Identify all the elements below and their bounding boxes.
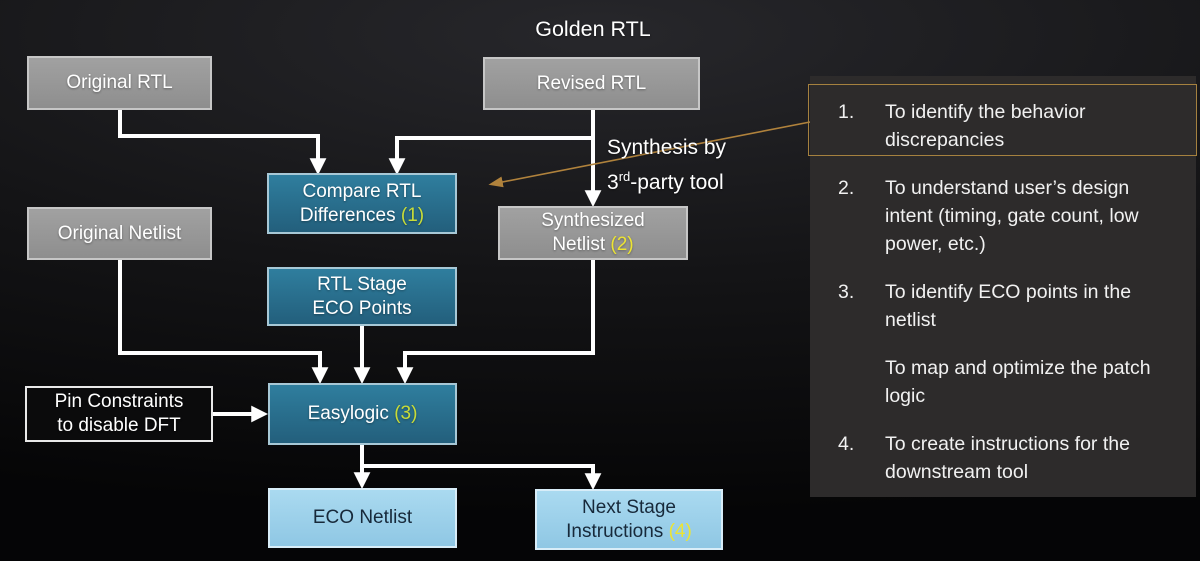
node-badge: (1) xyxy=(400,204,425,226)
golden-rtl-label: Golden RTL xyxy=(535,17,651,41)
note-text: To understand user’s design intent (timi… xyxy=(885,177,1139,255)
note-number xyxy=(838,354,885,410)
note-number: 1. xyxy=(838,101,855,123)
note-item: 4. To create instructions for the downstr… xyxy=(838,430,1192,486)
note-item: 2. To understand user’s design intent (ti… xyxy=(838,174,1192,258)
node-revised-rtl: Revised RTL xyxy=(483,57,700,110)
note-item: 3. To identify ECO points in the netlist xyxy=(838,278,1192,334)
notes-panel: 1. To identify the behavior discrepancies… xyxy=(810,76,1196,497)
note-text: To identify the behavior discrepancies xyxy=(885,101,1086,151)
arrow-original-rtl-to-compare xyxy=(118,110,327,176)
node-compare-rtl-differences: Compare RTL Differences (1) xyxy=(267,173,457,234)
arrow-revised-rtl-to-compare xyxy=(388,136,593,176)
node-label: Original Netlist xyxy=(57,222,182,244)
node-label: Original RTL xyxy=(66,72,173,93)
node-label: ECO Netlist xyxy=(312,507,413,528)
node-pin-constraints: Pin Constraints to disable DFT xyxy=(25,386,213,442)
arrow-original-netlist-to-easylogic xyxy=(118,260,329,385)
node-label: Compare RTL Differences (1) xyxy=(299,180,425,226)
superscript-rd: rd xyxy=(618,169,631,184)
note-item: To map and optimize the patch logic xyxy=(838,354,1192,410)
note-number: 3. xyxy=(838,281,855,303)
node-label: Next Stage Instructions (4) xyxy=(566,496,692,542)
note-number: 4. xyxy=(838,433,855,455)
synthesis-label: Synthesis by 3rd-party tool xyxy=(607,136,727,194)
note-number: 2. xyxy=(838,177,855,199)
node-synthesized-netlist: Synthesized Netlist (2) xyxy=(498,206,688,260)
node-easylogic: Easylogic (3) xyxy=(268,383,457,445)
node-label: RTL Stage ECO Points xyxy=(312,273,412,319)
notes-list: 1. To identify the behavior discrepancies… xyxy=(838,98,1192,486)
note-text: To map and optimize the patch logic xyxy=(885,357,1151,407)
node-badge: (2) xyxy=(610,234,634,255)
annotation-arrow-note1-to-compare xyxy=(488,121,811,188)
node-label: Synthesized Netlist (2) xyxy=(541,210,645,255)
note-text: To identify ECO points in the netlist xyxy=(885,281,1132,331)
node-label: Pin Constraints to disable DFT xyxy=(54,391,184,436)
node-original-rtl: Original RTL xyxy=(27,56,212,110)
node-eco-netlist: ECO Netlist xyxy=(268,488,457,548)
node-rtl-stage-eco-points: RTL Stage ECO Points xyxy=(267,267,457,326)
node-badge: (4) xyxy=(668,520,692,542)
node-original-netlist: Original Netlist xyxy=(27,207,212,260)
arrow-synthesized-to-easylogic xyxy=(396,260,595,385)
node-label: Revised RTL xyxy=(536,72,647,94)
note-item: 1. To identify the behavior discrepancies xyxy=(838,98,1192,154)
note-text: To create instructions for the downstrea… xyxy=(885,433,1130,483)
node-badge: (3) xyxy=(394,403,418,424)
node-next-stage-instructions: Next Stage Instructions (4) xyxy=(535,489,723,550)
node-label: Easylogic (3) xyxy=(307,403,418,424)
arrow-easylogic-to-next-stage xyxy=(361,464,602,491)
